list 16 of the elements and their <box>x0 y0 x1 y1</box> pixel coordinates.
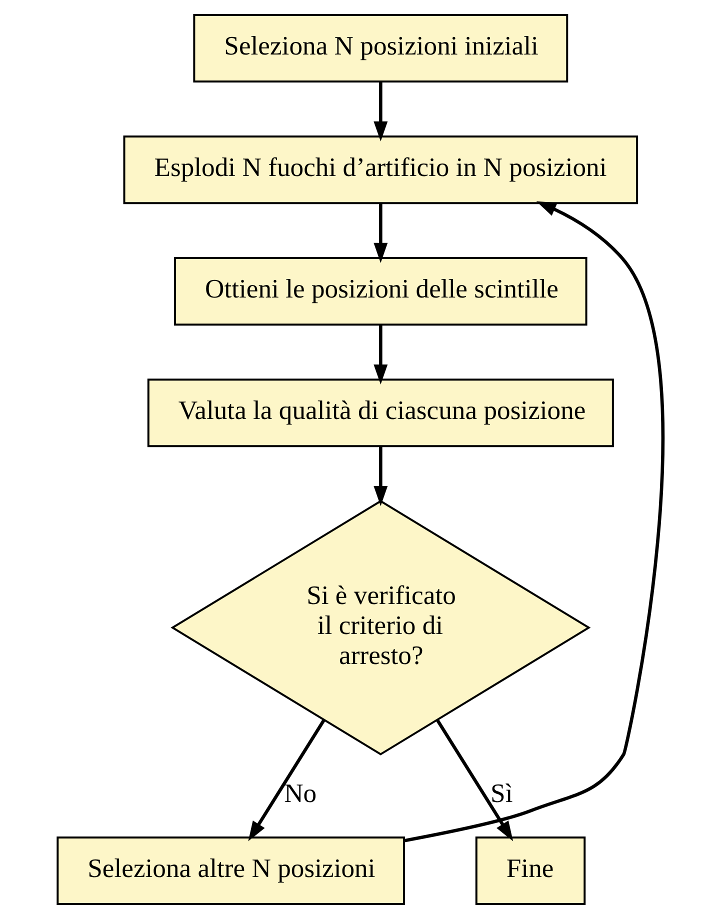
arrow <box>374 82 388 142</box>
node-box: Fine <box>475 836 586 906</box>
node-box: Seleziona altre N posizioni <box>56 836 405 906</box>
arrow <box>374 203 388 263</box>
edge-label: Sì <box>490 778 513 808</box>
arrow <box>374 324 388 384</box>
node-box: Seleziona N posizioni iniziali <box>193 14 568 83</box>
node-box: Esplodi N fuochi d’artificio in N posizioni <box>123 136 638 204</box>
node-box: Valuta la qualità di ciascuna posizione <box>147 378 614 448</box>
arrow <box>436 719 514 842</box>
edge-label: No <box>284 778 317 808</box>
arrow <box>248 719 326 842</box>
node-box: Ottieni le posizioni delle scintille <box>174 257 588 326</box>
arrow <box>404 201 664 842</box>
arrow <box>374 446 388 506</box>
node-diamond: Si è verificato il criterio di arresto? <box>170 500 591 756</box>
